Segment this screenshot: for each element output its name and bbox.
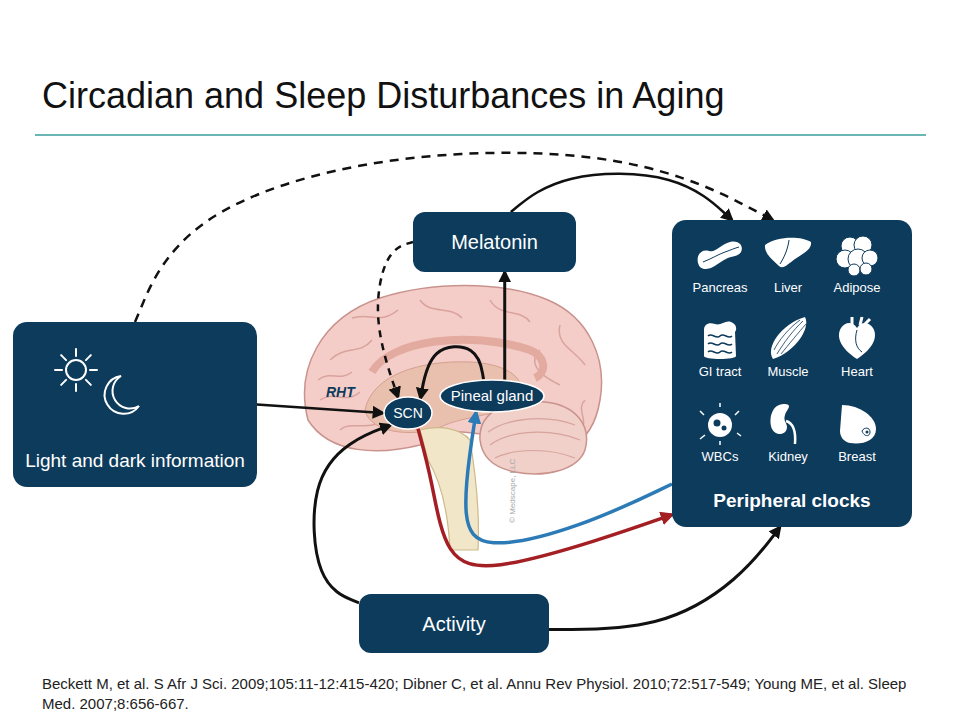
organ-item: Adipose — [821, 232, 893, 302]
sun-ray — [55, 369, 62, 371]
connector-arrow — [466, 412, 672, 542]
icon-shape — [840, 405, 876, 443]
slide-title: Circadian and Sleep Disturbances in Agin… — [42, 74, 724, 117]
icon-shape — [862, 428, 870, 436]
node-text: Light and dark information — [25, 450, 245, 473]
input-box: Activity — [359, 594, 549, 653]
icon-shape — [780, 240, 789, 264]
icon-shape — [698, 242, 742, 270]
moon — [105, 376, 139, 414]
node-text: Melatonin — [451, 230, 538, 254]
cerebellum-folia — [488, 419, 580, 458]
node-text: Breast — [838, 449, 876, 465]
icon-shape — [700, 403, 741, 445]
sun-ray — [75, 384, 77, 391]
sun-ray — [86, 355, 91, 360]
hormone-box: Melatonin — [413, 212, 576, 272]
node-text: Pancreas — [693, 280, 748, 296]
organ-icon — [832, 232, 882, 276]
node-text: Activity — [422, 612, 485, 636]
sun — [66, 360, 86, 380]
node-text: SCN — [393, 405, 423, 422]
clocks-panel: Peripheral clocks Pancreas Liver Adipose GI … — [672, 220, 912, 527]
icon-shape — [839, 323, 875, 359]
node-text: Muscle — [767, 364, 808, 380]
sun-ray — [86, 380, 91, 385]
icon-shape — [848, 264, 860, 276]
organ-icon — [763, 401, 813, 445]
node-text: Kidney — [768, 449, 808, 465]
icon-shape — [866, 431, 869, 434]
organ-item: Muscle — [752, 316, 824, 386]
icon-shape — [714, 420, 721, 427]
node-text: Pineal gland — [451, 387, 534, 405]
watermark: © Medscape, LLC — [508, 456, 518, 526]
nucleus-ellipse: SCN — [383, 396, 433, 430]
icon-shape — [708, 413, 732, 437]
icon-shape — [703, 247, 739, 262]
sun-ray — [90, 369, 97, 371]
connector-arrow — [549, 527, 780, 630]
title-rule — [35, 134, 926, 136]
node-text: Heart — [841, 364, 873, 380]
node-text: Peripheral clocks — [713, 490, 870, 513]
node-text: WBCs — [702, 449, 739, 465]
sun-ray — [61, 355, 66, 360]
connector-arrow — [314, 425, 390, 603]
connector-arrow — [503, 272, 506, 380]
organ-item: GI tract — [684, 316, 756, 386]
icon-shape — [771, 404, 790, 434]
icon-shape — [708, 335, 732, 353]
ellipse-shape — [440, 380, 544, 412]
node-text: Adipose — [834, 280, 881, 296]
icon-shape — [771, 317, 806, 359]
icon-shape — [860, 263, 872, 275]
connector-arrow — [378, 242, 413, 397]
light-dark-icon — [13, 322, 179, 422]
icon-shape — [786, 421, 795, 444]
organ-item: Breast — [821, 401, 893, 471]
organ-item: WBCs — [684, 401, 756, 471]
sun-moon-icon — [55, 349, 139, 414]
organ-icon — [832, 401, 882, 445]
organ-icon — [763, 316, 813, 360]
icon-shape — [774, 320, 806, 354]
reference-caption: Beckett M, et al. S Afr J Sci. 2009;105:… — [42, 674, 922, 713]
organ-icon — [832, 316, 882, 360]
tract-label: RHT — [326, 384, 355, 401]
gland-ellipse: Pineal gland — [439, 379, 545, 413]
icon-shape — [765, 238, 811, 267]
organ-icon — [763, 232, 813, 276]
organ-item: Heart — [821, 316, 893, 386]
icon-shape — [856, 330, 862, 352]
node-text: Liver — [774, 280, 802, 296]
connector-arrow — [257, 405, 383, 414]
ellipse-shape — [384, 397, 432, 429]
organ-item: Pancreas — [684, 232, 756, 302]
connector-arrow — [418, 429, 672, 566]
icon-shape — [722, 426, 727, 431]
organ-icon — [695, 401, 745, 445]
sun-ray — [61, 380, 66, 385]
sun-ray — [75, 349, 77, 356]
node-text: GI tract — [699, 364, 742, 380]
icon-shape — [704, 322, 736, 359]
organ-item: Liver — [752, 232, 824, 302]
organ-icon — [695, 232, 745, 276]
organ-icon — [695, 316, 745, 360]
organ-item: Kidney — [752, 401, 824, 471]
input-box: Light and dark information — [13, 322, 257, 487]
